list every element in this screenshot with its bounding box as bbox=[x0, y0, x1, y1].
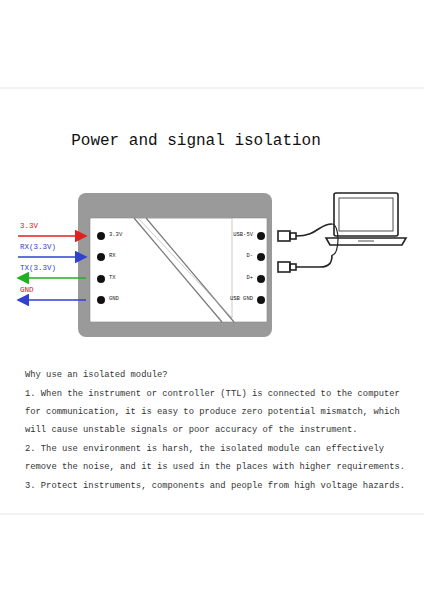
isolation-line bbox=[138, 218, 232, 318]
note-text: 1. When the instrument or controller (TT… bbox=[25, 385, 410, 439]
frame-line bbox=[0, 514, 424, 515]
pin-label: RX bbox=[109, 253, 149, 260]
usb-cable bbox=[278, 224, 338, 272]
pin-label: D+ bbox=[203, 275, 253, 282]
note-heading: Why use an isolated module? bbox=[25, 366, 410, 384]
pin-label: GND bbox=[109, 296, 149, 303]
gnd-arrow bbox=[18, 299, 86, 301]
pin-dots bbox=[97, 232, 265, 304]
pin-label: D- bbox=[203, 253, 253, 260]
signal-label: TX(3.3V) bbox=[20, 264, 80, 273]
frame-line bbox=[0, 88, 424, 89]
note-text: 3. Protect instruments, components and p… bbox=[25, 477, 410, 495]
pin-label: USB-5V bbox=[203, 232, 253, 239]
power-arrow bbox=[18, 235, 86, 237]
signal-label: 3.3V bbox=[20, 222, 80, 231]
module-housing bbox=[78, 193, 272, 337]
isolation-line bbox=[134, 218, 222, 322]
signal-label: RX(3.3V) bbox=[20, 243, 80, 252]
tx-arrow bbox=[18, 277, 86, 279]
rx-arrow bbox=[18, 256, 86, 258]
module-panel bbox=[90, 218, 267, 322]
note-text: 2. The use environment is harsh, the iso… bbox=[25, 440, 410, 476]
signal-label: GND bbox=[20, 286, 80, 295]
pin-label: USB GND bbox=[203, 296, 253, 303]
title: Power and signal isolation bbox=[0, 132, 392, 151]
pin-label: TX bbox=[109, 275, 149, 282]
pin-label: 3.3V bbox=[109, 232, 149, 239]
